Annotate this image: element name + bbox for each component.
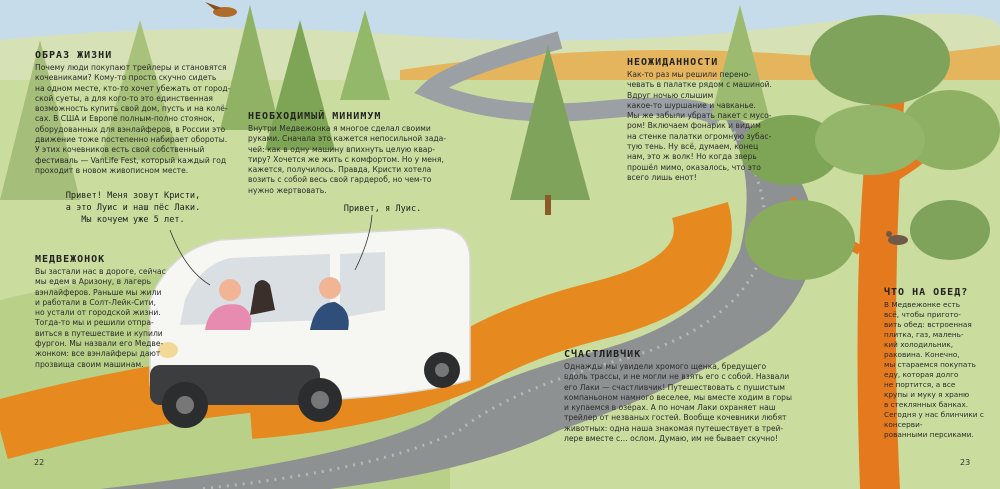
side-window (340, 252, 385, 318)
dog (250, 280, 275, 315)
section-heading: Что на обед? (884, 287, 969, 298)
section-heading: Медвежонок (35, 254, 106, 265)
section-heading: Необходимый минимум (248, 111, 382, 122)
section-lucky: Счастливчик Однажды мы увидели хромого щ… (564, 349, 794, 444)
section-text: Почему люди покупают трейлеры и становят… (35, 63, 231, 175)
van (149, 227, 471, 428)
section-text: В Медвежонке есть всё, чтобы пригото- ви… (884, 300, 984, 439)
page-number-left: 22 (34, 458, 45, 467)
section-lifestyle: Образ жизни Почему люди покупают трейлер… (35, 50, 240, 176)
section-bear: Медвежонок Вы застали нас в дороге, сейч… (35, 254, 190, 370)
section-text: Вы застали нас в дороге, сейчас мы едем … (35, 267, 166, 369)
luis-body (310, 302, 349, 330)
section-text: Внутри Медвежонка я многое сделал своими… (248, 124, 446, 195)
pine-tree-center (510, 45, 590, 215)
section-surprises: Неожиданности Как-то раз мы решили перен… (627, 57, 777, 183)
road-line (199, 111, 767, 489)
pine-tree-right-far (710, 5, 770, 120)
speech-bubble-luis: Привет, я Луис. (343, 204, 422, 214)
page-number-right: 23 (960, 458, 971, 467)
kristi-head (219, 279, 241, 301)
flying-bird (205, 2, 237, 17)
section-lunch: Что на обед? В Медвежонке есть всё, чтоб… (884, 287, 994, 440)
section-heading: Образ жизни (35, 50, 113, 61)
section-heading: Счастливчик (564, 349, 642, 360)
section-minimum: Необходимый минимум Внутри Медвежонка я … (248, 111, 458, 196)
luis-head (319, 277, 341, 299)
kristi-speech-tail (169, 229, 211, 286)
headlight (158, 342, 178, 358)
section-text: Как-то раз мы решили перено- чевать в па… (627, 70, 772, 182)
section-heading: Неожиданности (627, 57, 719, 68)
kristi-body (205, 304, 252, 330)
road (100, 110, 815, 489)
speech-bubble-kristi: Привет! Меня зовут Кристи, а это Луис и … (65, 191, 201, 225)
big-tree-right (740, 15, 1000, 489)
section-text: Однажды мы увидели хромого щенка, бредущ… (564, 362, 792, 444)
pine-trees-left (0, 5, 390, 200)
perched-bird (886, 231, 908, 245)
road-far (414, 31, 727, 127)
luis-speech-tail (354, 214, 373, 271)
